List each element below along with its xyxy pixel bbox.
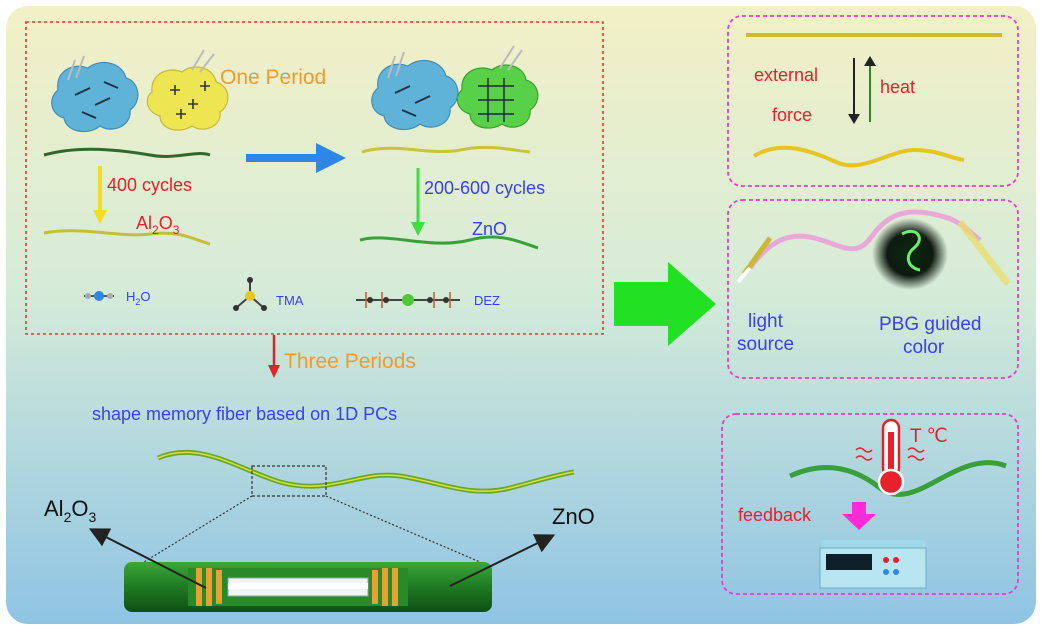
heat-wave-icon-right <box>907 447 925 461</box>
big-green-arrow <box>614 262 716 346</box>
zn-cycles-label: 200-600 cycles <box>424 178 545 198</box>
fiber-yellow-right <box>361 145 531 154</box>
feedback-arrow <box>842 502 876 530</box>
al2o3-label: Al2O3 <box>136 213 180 237</box>
pbg-green-curl <box>901 229 921 272</box>
tma-molecule-icon <box>233 277 267 311</box>
tma-blob <box>146 49 229 131</box>
force-label: force <box>772 105 812 125</box>
fiber-zno <box>359 235 539 250</box>
al-cycles-label: 400 cycles <box>107 175 192 195</box>
thermometer-icon <box>877 418 905 496</box>
zno-pointer <box>449 534 556 587</box>
dez-blob <box>456 45 539 129</box>
fiber-caption: shape memory fiber based on 1D PCs <box>92 404 397 424</box>
feedback-label: feedback <box>738 505 812 525</box>
h2o-label: H2O <box>126 289 151 307</box>
fiber-al2o3-label: Al2O3 <box>44 496 96 525</box>
h2o-molecule-icon <box>84 291 114 301</box>
heat-label: heat <box>880 77 915 97</box>
h2o-blob-left <box>51 55 139 133</box>
dez-label: DEZ <box>474 293 500 308</box>
temperature-label: T ℃ <box>910 426 948 447</box>
temperature-panel <box>721 413 1019 595</box>
tma-label: TMA <box>276 293 304 308</box>
fiber-bare-left <box>43 147 211 158</box>
three-periods-label: Three Periods <box>284 350 416 373</box>
light-label-1: light <box>748 311 784 332</box>
temperature-fiber <box>788 460 1007 497</box>
zno-label: ZnO <box>472 219 507 239</box>
blue-arrow <box>246 143 346 173</box>
guided-fiber <box>747 209 982 270</box>
one-period-title: One Period <box>220 66 326 89</box>
zoom-box <box>251 465 327 497</box>
heat-wave-icon-left <box>855 447 873 461</box>
fiber-cross-section <box>124 562 492 612</box>
fiber-zno-label: ZnO <box>552 504 595 529</box>
al2o3-pointer <box>88 528 207 589</box>
controller-device-icon <box>819 540 928 589</box>
light-guide-panel <box>727 199 1019 379</box>
pbg-label-1: PBG guided <box>879 314 981 335</box>
wavy-fiber <box>752 145 965 168</box>
light-label-2: source <box>737 334 794 355</box>
fiber-al2o3 <box>43 229 211 246</box>
pbg-label-2: color <box>903 337 945 358</box>
external-label: external <box>754 65 818 85</box>
one-period-box <box>25 21 604 335</box>
h2o-blob-right <box>371 51 459 131</box>
dez-molecule-icon <box>356 292 460 308</box>
